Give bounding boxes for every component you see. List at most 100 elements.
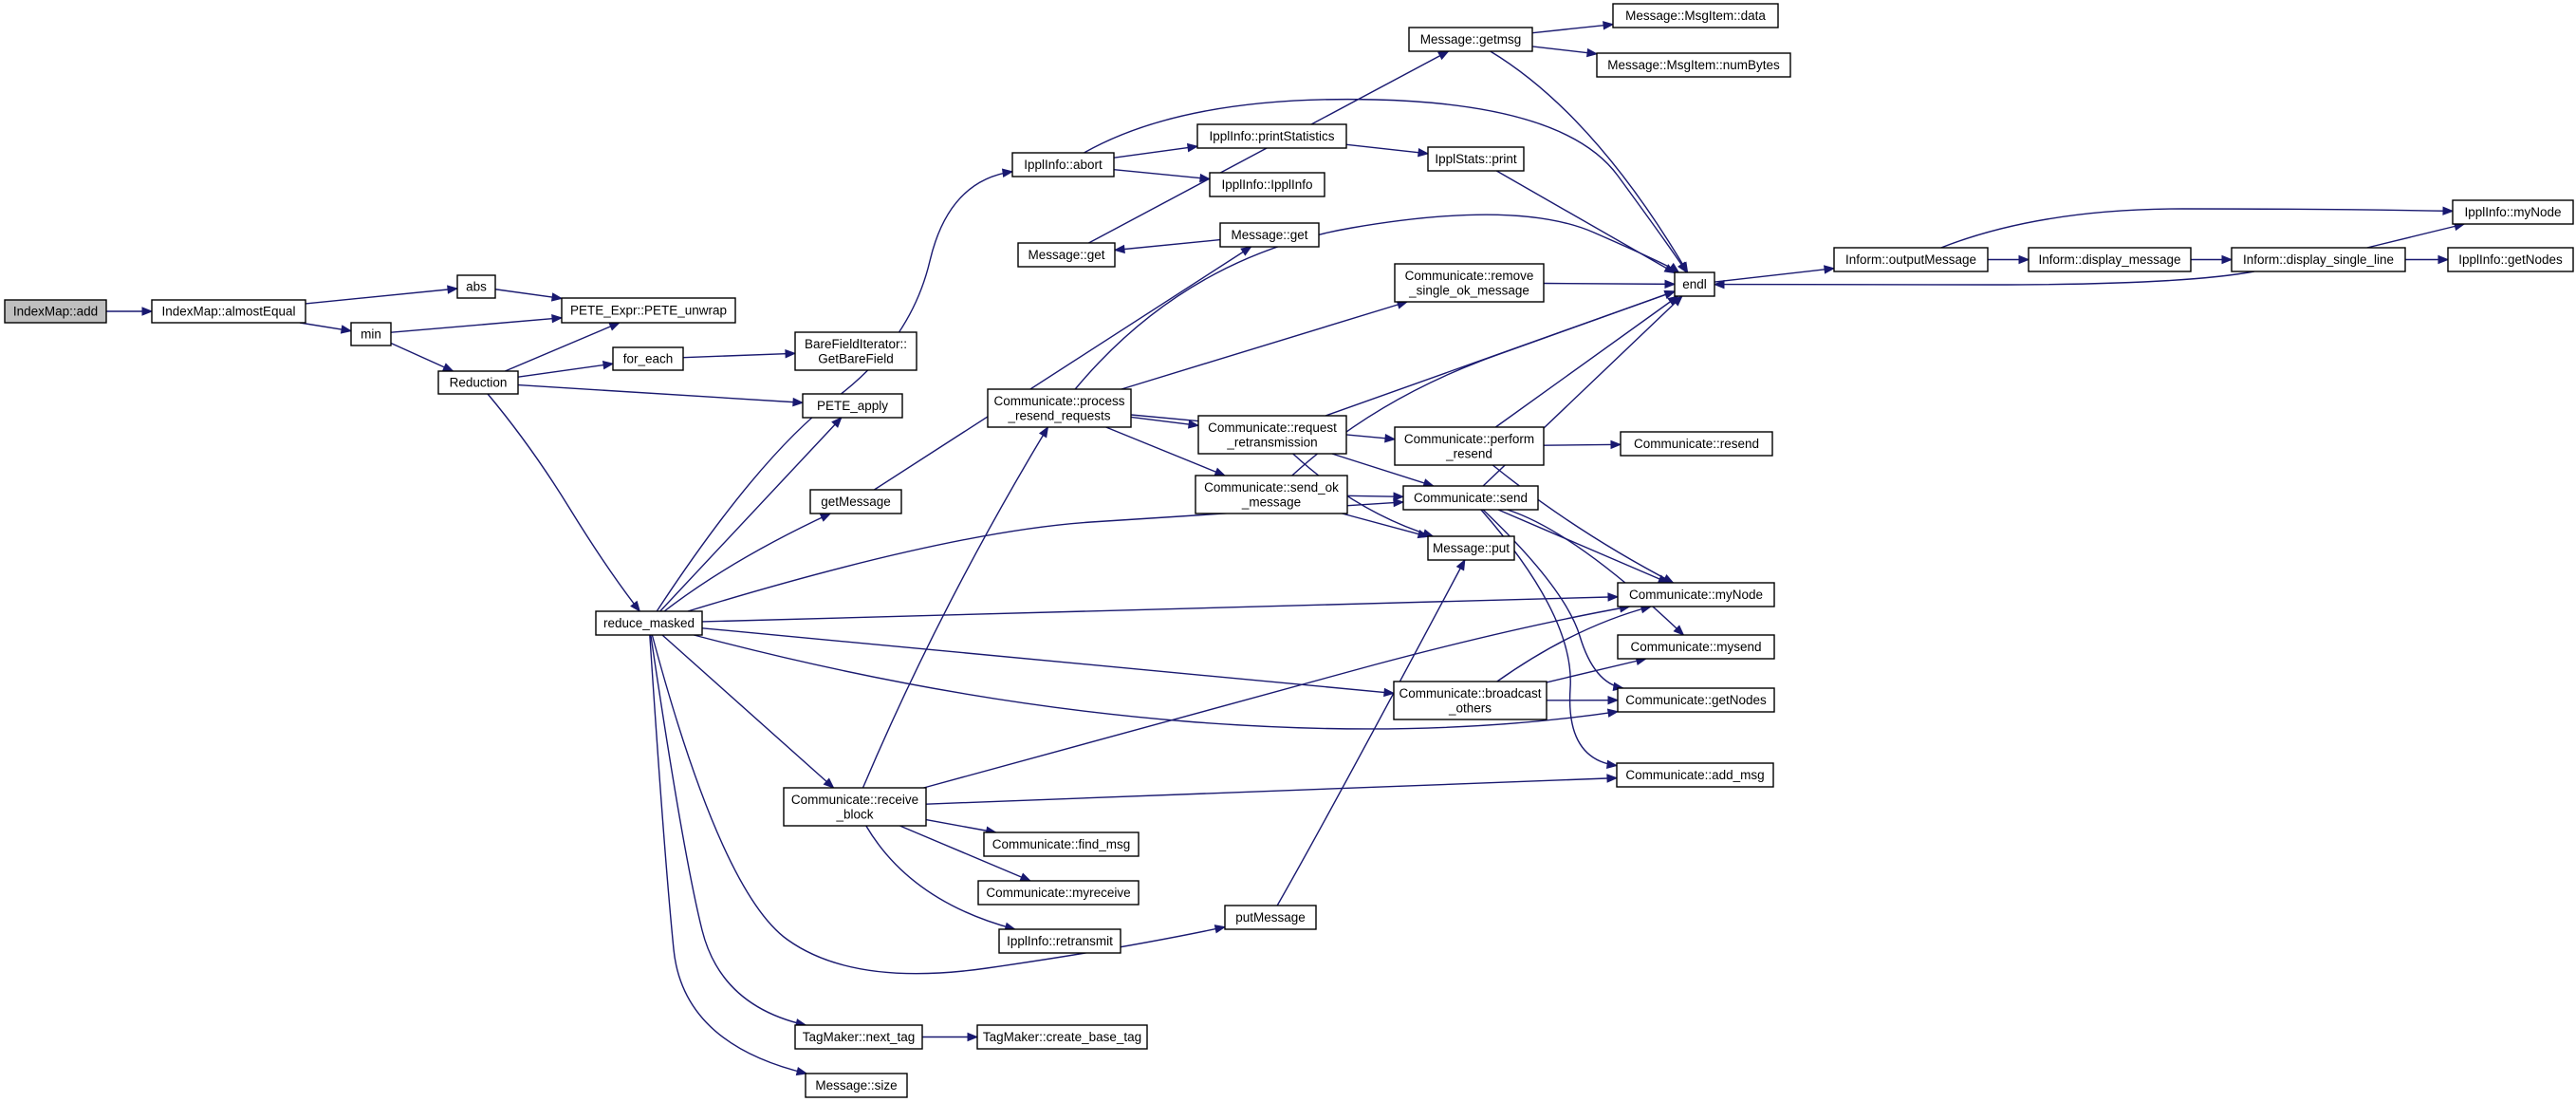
arrowhead [1038, 425, 1049, 439]
arrowhead [1678, 261, 1689, 274]
node-sendok[interactable]: Communicate::send_ok_message [1195, 475, 1348, 514]
edge-send-to-addmsg [1480, 509, 1619, 769]
node-label: for_each [623, 352, 674, 366]
arrowhead [1606, 759, 1619, 769]
node-reducemasked[interactable]: reduce_masked [595, 610, 703, 636]
node-getbarefield[interactable]: BareFieldIterator::GetBareField [794, 331, 917, 371]
edge-abort-to-printstats [1113, 142, 1199, 159]
node-unwrap[interactable]: PETE_Expr::PETE_unwrap [561, 297, 736, 324]
node-box [1017, 242, 1116, 268]
node-almostEqual[interactable]: IndexMap::almostEqual [151, 299, 306, 324]
node-box [1674, 271, 1715, 297]
node-displaysingle[interactable]: Inform::display_single_line [2231, 247, 2406, 272]
node-label: _resend [1445, 446, 1492, 460]
node-add[interactable]: IndexMap::add [4, 299, 107, 324]
node-printstats[interactable]: IpplInfo::printStatistics [1196, 123, 1347, 149]
node-createbasetag[interactable]: TagMaker::create_base_tag [976, 1024, 1148, 1050]
edge-outputmessage-to-ipplmynode [1940, 206, 2455, 249]
node-box [983, 831, 1140, 857]
node-processresend[interactable]: Communicate::process_resend_requests [987, 388, 1132, 428]
node-retransmit[interactable]: IpplInfo::retransmit [998, 928, 1121, 954]
node-abs[interactable]: abs [456, 274, 496, 299]
edge-getmsg-to-numbytes [1531, 46, 1599, 58]
node-outputmessage[interactable]: Inform::outputMessage [1833, 247, 1989, 272]
node-foreach[interactable]: for_each [612, 346, 684, 371]
node-displaymessage[interactable]: Inform::display_message [2028, 247, 2192, 272]
node-label: IpplInfo::printStatistics [1209, 129, 1334, 143]
arrowhead [823, 777, 835, 789]
node-box [805, 1073, 908, 1098]
arrowhead [141, 307, 154, 316]
node-box [794, 331, 917, 371]
edge-performresend-to-endl [1494, 295, 1679, 428]
node-send[interactable]: Communicate::send [1402, 485, 1539, 511]
edge-reduction-to-unwrap [505, 322, 621, 372]
arrowhead [1187, 420, 1200, 429]
node-peteapply[interactable]: PETE_apply [802, 393, 903, 419]
arrowhead [1001, 168, 1014, 177]
node-nexttag[interactable]: TagMaker::next_tag [794, 1024, 923, 1050]
node-commgetnodes[interactable]: Communicate::getNodes [1617, 687, 1775, 713]
node-box [1833, 247, 1989, 272]
node-box [1393, 681, 1547, 720]
node-label: Communicate::broadcast [1399, 686, 1541, 700]
arrowhead [550, 292, 564, 302]
edge-reduction-to-reducemasked [487, 393, 641, 613]
node-ipplinfo[interactable]: IpplInfo::IpplInfo [1209, 172, 1325, 197]
node-removesingle[interactable]: Communicate::remove_single_ok_message [1394, 263, 1545, 303]
arrowhead [1610, 439, 1622, 450]
node-messageget[interactable]: Message::get [1219, 222, 1320, 248]
node-box [1620, 431, 1773, 457]
node-msgdata[interactable]: Message::MsgItem::data [1612, 3, 1779, 28]
node-addmsg[interactable]: Communicate::add_msg [1616, 762, 1774, 788]
edge-nexttag-to-createbasetag [922, 1032, 979, 1042]
node-label: IpplStats::print [1435, 152, 1517, 166]
node-label: Inform::display_single_line [2243, 252, 2394, 267]
node-broadcast[interactable]: Communicate::broadcast_others [1393, 681, 1547, 720]
node-label: Communicate::getNodes [1625, 693, 1767, 707]
edge-displaymessage-to-displaysingle [2191, 254, 2233, 265]
node-putmessage[interactable]: putMessage [1224, 905, 1317, 930]
node-label: Message::size [815, 1078, 897, 1093]
node-reduction[interactable]: Reduction [437, 370, 519, 395]
arrowhead [1393, 492, 1405, 501]
node-getmsg[interactable]: Message::getmsg [1408, 27, 1533, 52]
node-resend[interactable]: Communicate::resend [1620, 431, 1773, 457]
node-label: Inform::display_message [2038, 252, 2180, 267]
arrowhead [1664, 279, 1677, 290]
node-getmessage[interactable]: getMessage [809, 489, 902, 514]
node-ipplgetnodes[interactable]: IpplInfo::getNodes [2447, 247, 2574, 272]
arrowhead [792, 397, 805, 407]
node-box [1617, 687, 1775, 713]
edge-processresend-to-sendok [1105, 426, 1227, 476]
node-box [987, 388, 1132, 428]
node-findmsg[interactable]: Communicate::find_msg [983, 831, 1140, 857]
node-box [1427, 535, 1515, 561]
arrowhead [1713, 279, 1725, 290]
node-box [1011, 152, 1115, 177]
edge-performresend-to-commmynode [1492, 464, 1675, 584]
node-numbytes[interactable]: Message::MsgItem::numBytes [1596, 52, 1791, 78]
arrowhead [1663, 290, 1677, 299]
node-box [1224, 905, 1317, 930]
node-commmynode[interactable]: Communicate::myNode [1617, 582, 1775, 607]
node-abort[interactable]: IpplInfo::abort [1011, 152, 1115, 177]
node-performresend[interactable]: Communicate::perform_resend [1394, 426, 1545, 466]
node-mysend[interactable]: Communicate::mysend [1617, 634, 1775, 660]
node-ipplmynode[interactable]: IpplInfo::myNode [2452, 199, 2574, 225]
node-messagesize[interactable]: Message::size [805, 1073, 908, 1098]
node-statsprint[interactable]: IpplStats::print [1427, 146, 1525, 172]
node-receiveblock[interactable]: Communicate::receive_block [783, 787, 927, 827]
node-label: _message [1241, 495, 1301, 509]
edge-messageget-to-get [1113, 238, 1221, 254]
node-myreceive[interactable]: Communicate::myreceive [977, 880, 1140, 906]
node-requestretrans[interactable]: Communicate::request_retransmission [1197, 415, 1347, 455]
edge-broadcast-to-mysend [1546, 656, 1648, 683]
node-box [809, 489, 902, 514]
node-get[interactable]: Message::get [1017, 242, 1116, 268]
edge-min-to-unwrap [390, 313, 564, 333]
node-endl[interactable]: endl [1674, 271, 1715, 297]
node-box [1617, 582, 1775, 607]
node-min[interactable]: min [350, 322, 392, 346]
node-messageput[interactable]: Message::put [1427, 535, 1515, 561]
